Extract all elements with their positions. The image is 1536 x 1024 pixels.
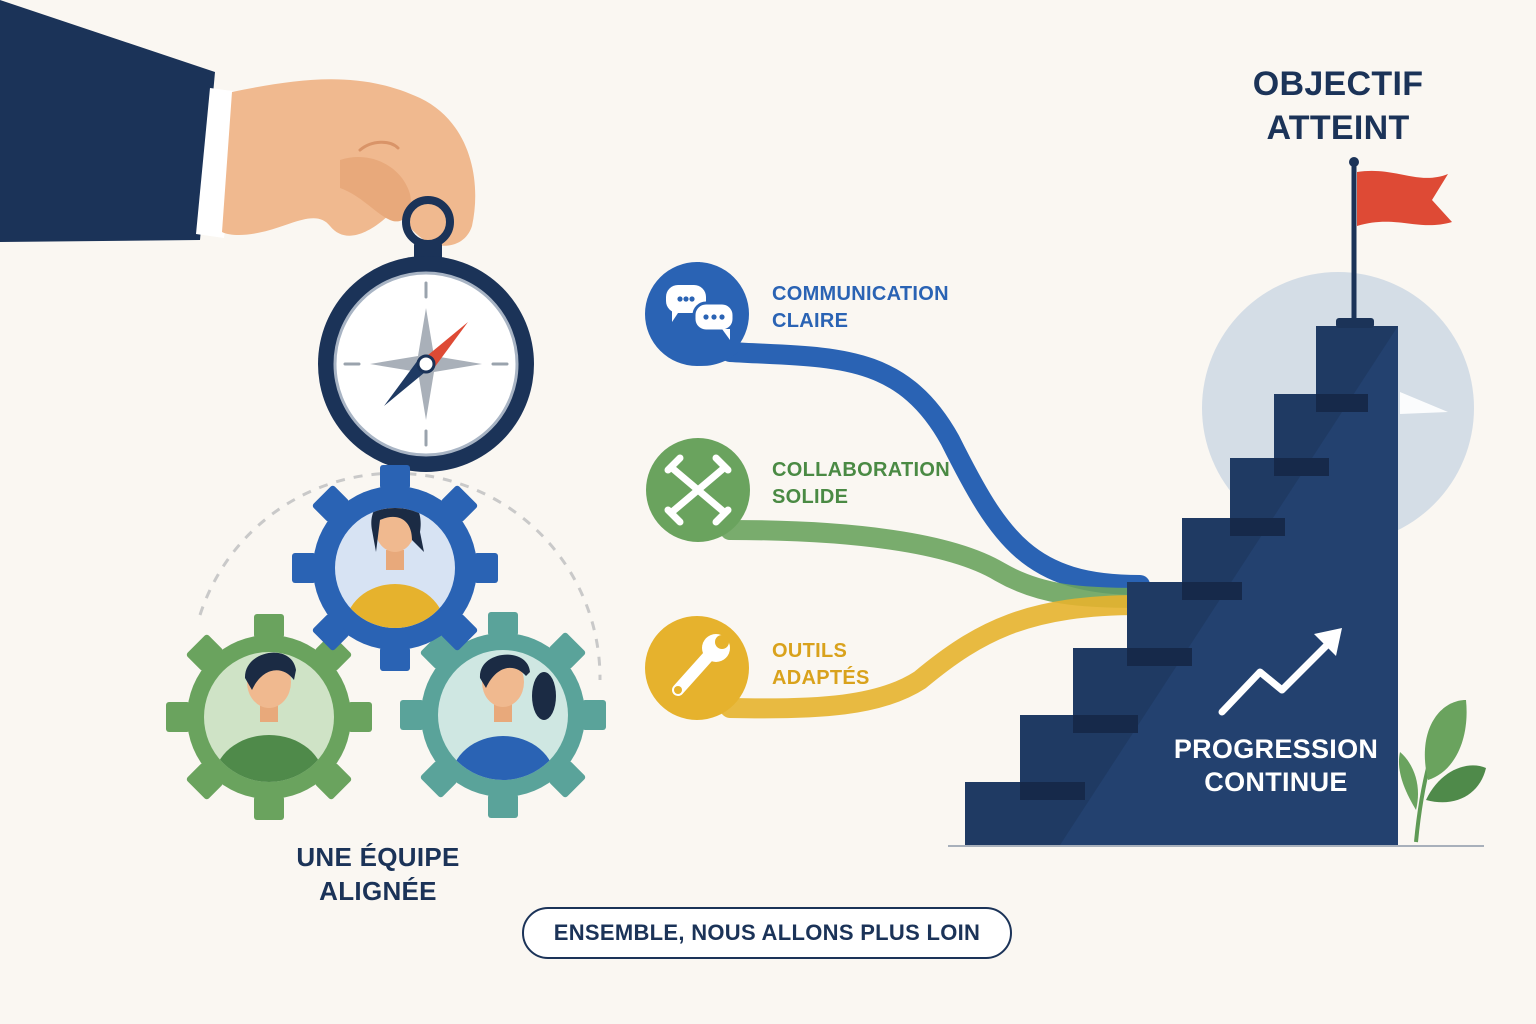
shirt-cuff: [196, 88, 240, 238]
goal-staircase: [948, 157, 1486, 847]
suit-sleeve: [0, 0, 215, 242]
badge-collaboration: [646, 438, 750, 542]
pillar-tools-line1: OUTILS: [772, 640, 848, 662]
team-caption: UNE ÉQUIPE ALIGNÉE: [250, 840, 506, 908]
plant-icon: [1398, 700, 1486, 843]
slogan-text: ENSEMBLE, NOUS ALLONS PLUS LOIN: [553, 920, 981, 945]
pillar-collaboration-line1: COLLABORATION: [772, 459, 950, 481]
slogan-pill: ENSEMBLE, NOUS ALLONS PLUS LOIN: [522, 907, 1012, 959]
goal-title-line1: OBJECTIF: [1252, 65, 1424, 103]
pillar-communication-line1: COMMUNICATION: [772, 283, 949, 305]
gear-team-member-green: [166, 614, 372, 820]
ribbon-collaboration: [720, 520, 1150, 608]
pillar-collaboration-label: COLLABORATION SOLIDE: [772, 457, 950, 511]
handshake-icon: [664, 454, 732, 526]
hand-holding-compass: [0, 0, 476, 246]
goal-title: OBJECTIF ATTEINT: [1200, 62, 1476, 150]
ribbon-tools: [720, 595, 1150, 719]
compass-icon: [318, 196, 534, 472]
wrench-icon: [672, 634, 730, 696]
pillar-tools-label: OUTILS ADAPTÉS: [772, 638, 870, 692]
progress-caption-line1: PROGRESSION: [1173, 734, 1379, 764]
progress-caption: PROGRESSION CONTINUE: [1160, 733, 1392, 799]
trend-arrow-icon: [1218, 634, 1338, 716]
team-caption-line1: UNE ÉQUIPE: [296, 842, 460, 872]
chat-bubbles-icon: [666, 285, 736, 340]
team-orbit-dashed: [198, 471, 602, 681]
pillar-tools-line2: ADAPTÉS: [772, 667, 870, 689]
badge-tools: [645, 616, 749, 720]
pillar-communication-line2: CLAIRE: [772, 310, 849, 332]
pillar-communication-label: COMMUNICATION CLAIRE: [772, 281, 949, 335]
gear-team-member-blue: [292, 465, 498, 671]
pillar-collaboration-line2: SOLIDE: [772, 486, 849, 508]
ribbon-communication: [720, 342, 1150, 595]
flag-icon: [1357, 170, 1452, 226]
thumb: [340, 157, 411, 222]
ribbon-paths: [720, 342, 1150, 719]
goal-title-line2: ATTEINT: [1266, 109, 1410, 147]
progress-caption-line2: CONTINUE: [1204, 767, 1348, 797]
team-caption-line2: ALIGNÉE: [319, 876, 437, 906]
badge-communication: [645, 262, 749, 366]
gear-team-member-teal: [400, 612, 606, 818]
